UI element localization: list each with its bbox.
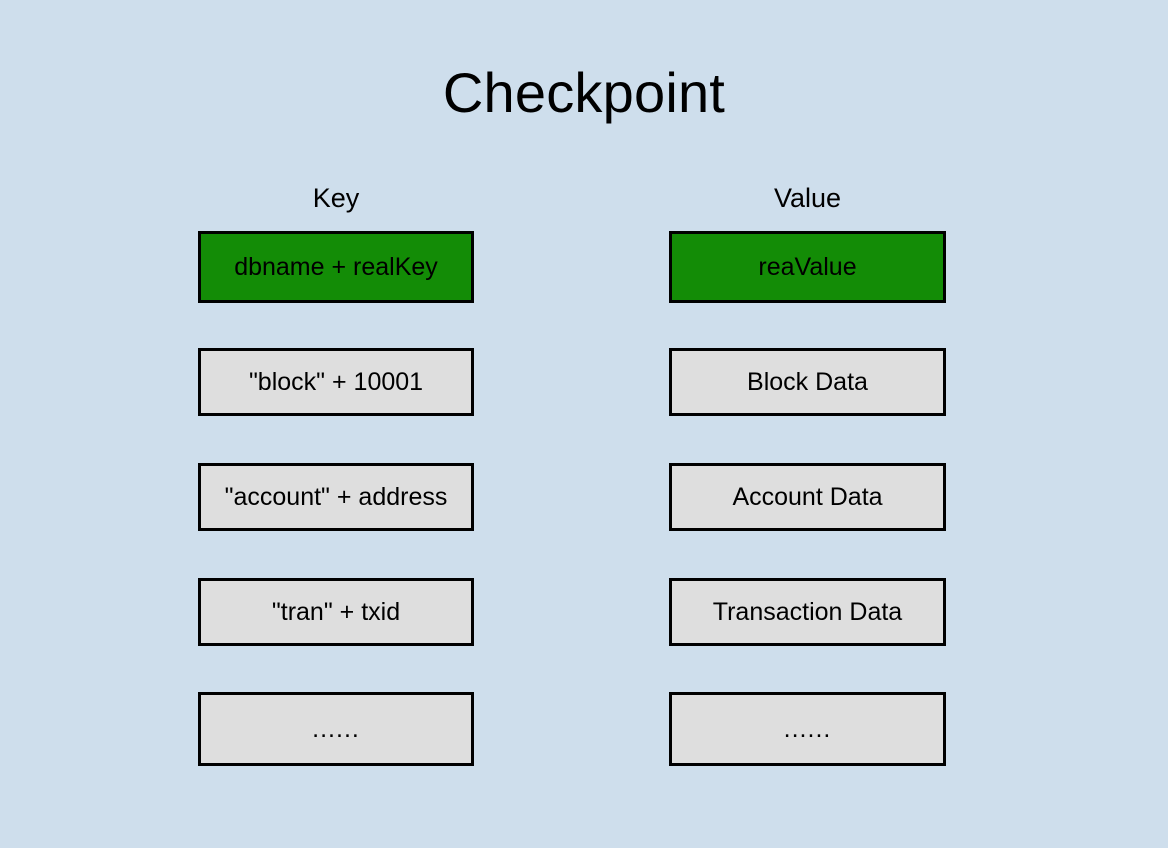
column-header-value: Value — [773, 183, 842, 213]
value-cell-ellipsis: ...... — [669, 692, 946, 766]
page-title: Checkpoint — [442, 61, 726, 124]
key-cell-transaction: "tran" + txid — [198, 578, 474, 646]
value-cell-account: Account Data — [669, 463, 946, 531]
key-cell-account: "account" + address — [198, 463, 474, 531]
column-header-key: Key — [312, 183, 360, 213]
key-cell-block: "block" + 10001 — [198, 348, 474, 416]
value-cell-highlighted: reaValue — [669, 231, 946, 303]
key-cell-ellipsis: ...... — [198, 692, 474, 766]
value-cell-transaction: Transaction Data — [669, 578, 946, 646]
value-cell-block: Block Data — [669, 348, 946, 416]
key-cell-highlighted: dbname + realKey — [198, 231, 474, 303]
